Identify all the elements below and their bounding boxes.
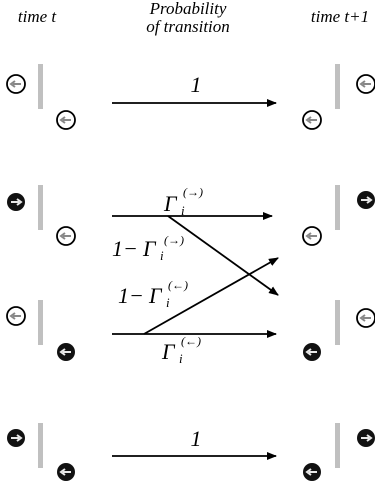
svg-text:Γ: Γ — [148, 283, 163, 308]
open-circle-left-arrow-icon — [56, 226, 76, 246]
open-circle-left-arrow-icon — [356, 74, 375, 94]
wall-left-row2 — [38, 185, 43, 230]
gamma-left-label: Γ i (←) — [161, 334, 201, 366]
filled-circle-left-arrow-icon — [57, 343, 75, 361]
gamma-right-label: Γ i (→) — [163, 185, 203, 218]
probability-label-row1: 1 — [191, 72, 202, 97]
filled-circle-right-arrow-icon — [357, 191, 375, 209]
filled-circle-right-arrow-icon — [7, 193, 25, 211]
svg-text:Γ: Γ — [142, 236, 157, 261]
header-time-t: time t — [17, 7, 57, 26]
transition-arrow-row3-to-row2 — [143, 257, 279, 335]
open-circle-left-arrow-icon — [56, 110, 76, 130]
wall-right-row1 — [335, 64, 340, 109]
svg-text:i: i — [166, 295, 170, 310]
filled-circle-left-arrow-icon — [57, 463, 75, 481]
svg-text:(←): (←) — [181, 334, 201, 348]
svg-text:i: i — [181, 203, 185, 218]
open-circle-left-arrow-icon — [302, 110, 322, 130]
one-minus-gamma-left-label: 1− Γ i (←) — [118, 278, 188, 310]
open-circle-left-arrow-icon — [302, 226, 322, 246]
open-circle-left-arrow-icon — [6, 306, 26, 326]
filled-circle-left-arrow-icon — [303, 343, 321, 361]
filled-circle-right-arrow-icon — [357, 429, 375, 447]
transition-arrow-row2-to-row3 — [167, 215, 279, 296]
open-circle-left-arrow-icon — [6, 74, 26, 94]
svg-text:(→): (→) — [164, 233, 184, 247]
svg-text:1−: 1− — [112, 236, 138, 261]
header-probability-line1: Probability — [149, 0, 227, 18]
svg-text:i: i — [160, 248, 164, 263]
filled-circle-left-arrow-icon — [303, 463, 321, 481]
svg-text:(←): (←) — [168, 278, 188, 292]
filled-circle-right-arrow-icon — [7, 429, 25, 447]
svg-text:Γ: Γ — [163, 191, 178, 216]
header-probability-line2: of transition — [146, 17, 230, 36]
svg-text:i: i — [179, 351, 183, 366]
wall-right-row2 — [335, 185, 340, 230]
svg-text:1−: 1− — [118, 283, 144, 308]
probability-label-row4: 1 — [191, 426, 202, 451]
wall-left-row4 — [38, 423, 43, 468]
svg-text:(→): (→) — [183, 185, 203, 199]
wall-right-row4 — [335, 423, 340, 468]
wall-left-row3 — [38, 300, 43, 345]
svg-text:Γ: Γ — [161, 339, 176, 364]
wall-left-row1 — [38, 64, 43, 109]
wall-right-row3 — [335, 300, 340, 345]
one-minus-gamma-right-label: 1− Γ i (→) — [112, 233, 184, 263]
open-circle-left-arrow-icon — [356, 308, 375, 328]
header-probability: Probability of transition — [118, 0, 258, 36]
header-time-t1: time t+1 — [310, 7, 370, 26]
